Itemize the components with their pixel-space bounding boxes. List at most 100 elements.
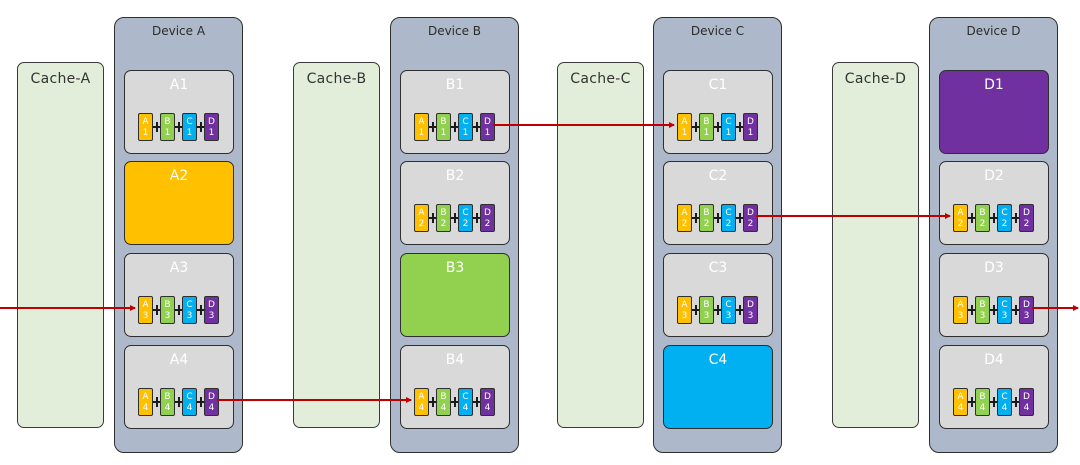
chunk-index: 4 — [979, 403, 986, 413]
chunk-letter: B — [440, 117, 447, 127]
device-label: Device B — [427, 24, 482, 38]
plus-icon — [197, 305, 205, 315]
plus-icon — [990, 213, 998, 223]
chunk-letter: C — [462, 117, 469, 127]
cache-label: Cache-C — [570, 71, 631, 87]
chunk-letter: D — [1023, 300, 1030, 310]
chunk-index: 3 — [703, 311, 710, 321]
chunk-letter: D — [208, 392, 215, 402]
chunk-letter: D — [1023, 208, 1030, 218]
chunk-index: 3 — [142, 311, 149, 321]
chunk-letter: C — [462, 392, 469, 402]
device-label: Device A — [151, 24, 206, 38]
chunk-index: 2 — [979, 219, 986, 229]
chunk-letter: C — [1001, 208, 1008, 218]
chunk-index: 3 — [186, 311, 193, 321]
chunk-letter: B — [440, 208, 447, 218]
plus-icon — [175, 122, 183, 132]
plus-icon — [473, 213, 481, 223]
chunk-index: 4 — [1023, 403, 1030, 413]
chunk-index: 2 — [957, 219, 964, 229]
chunk-letter: B — [979, 208, 986, 218]
chunk-index: 4 — [1001, 403, 1008, 413]
cache-label: Cache-D — [844, 71, 907, 87]
plus-icon — [968, 305, 976, 315]
chunk-letter: D — [747, 300, 754, 310]
block-label: A2 — [169, 168, 189, 184]
chunk-letter: C — [725, 117, 732, 127]
chunk-letter: C — [725, 300, 732, 310]
chunk-letter: A — [681, 300, 688, 310]
chunk-letter: A — [418, 208, 425, 218]
block-label: B2 — [445, 168, 465, 184]
plus-icon — [736, 213, 744, 223]
chunk-letter: C — [725, 208, 732, 218]
cache-d: Cache-D — [832, 62, 919, 428]
chunk-index: 4 — [142, 403, 149, 413]
chunk-index: 3 — [725, 311, 732, 321]
chunk-index: 1 — [208, 128, 215, 138]
chunk-index: 1 — [418, 128, 425, 138]
plus-icon — [968, 213, 976, 223]
block-label: B3 — [445, 260, 465, 276]
chunk-letter: A — [681, 117, 688, 127]
device-label: Device D — [966, 24, 1021, 38]
plus-icon — [175, 305, 183, 315]
chunk-index: 3 — [957, 311, 964, 321]
chunk-letter: B — [979, 300, 986, 310]
plus-icon — [692, 122, 700, 132]
plus-icon — [990, 305, 998, 315]
chunk-index: 2 — [703, 219, 710, 229]
plus-icon — [1012, 305, 1020, 315]
chunk-letter: B — [164, 392, 171, 402]
chunk-index: 2 — [1023, 219, 1030, 229]
block-label: C1 — [708, 77, 728, 93]
cache-a: Cache-A — [17, 62, 104, 428]
chunk-letter: D — [208, 117, 215, 127]
chunk-index: 4 — [164, 403, 171, 413]
block-label: D4 — [984, 352, 1004, 368]
chunk-letter: D — [747, 208, 754, 218]
chunk-index: 1 — [703, 128, 710, 138]
block-label: D3 — [984, 260, 1004, 276]
block-label: B4 — [445, 352, 465, 368]
chunk-index: 4 — [418, 403, 425, 413]
chunk-letter: B — [703, 117, 710, 127]
chunk-index: 2 — [462, 219, 469, 229]
chunk-letter: B — [703, 300, 710, 310]
chunk-index: 1 — [725, 128, 732, 138]
chunk-letter: C — [1001, 392, 1008, 402]
chunk-letter: D — [747, 117, 754, 127]
